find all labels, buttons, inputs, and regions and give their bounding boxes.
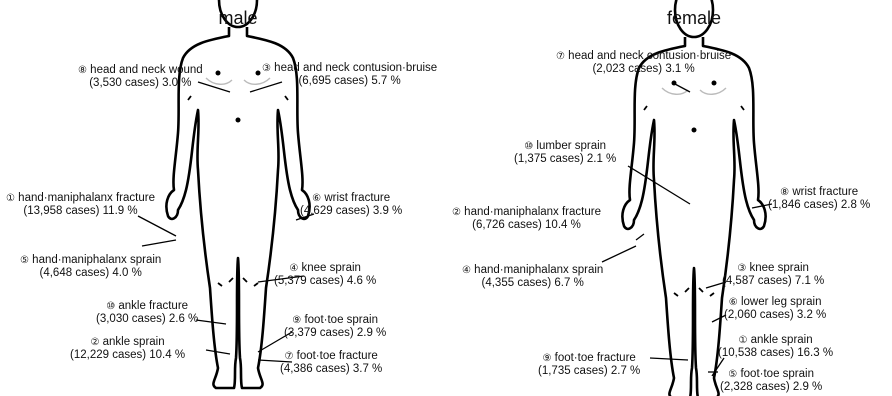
male-injury-label: ② ankle sprain(12,229 cases) 10.4 %	[70, 336, 185, 362]
male-injury-label: ④ knee sprain(5,379 cases) 4.6 %	[274, 262, 376, 288]
female-injury-label: ⑧ wrist fracture(1,846 cases) 2.8 %	[768, 186, 870, 212]
male-injury-label: ⑨ foot·toe sprain(3,379 cases) 2.9 %	[284, 314, 386, 340]
female-injury-label: ① ankle sprain(10,538 cases) 16.3 %	[718, 334, 833, 360]
male-injury-label: ⑤ hand·maniphalanx sprain(4,648 cases) 4…	[20, 254, 161, 280]
male-injury-label: ⑥ wrist fracture(4,629 cases) 3.9 %	[300, 192, 402, 218]
female-injury-label: ③ knee sprain(4,587 cases) 7.1 %	[722, 262, 824, 288]
female-panel-title: female	[624, 8, 764, 29]
male-injury-label: ① hand·maniphalanx fracture(13,958 cases…	[6, 192, 155, 218]
female-injury-label: ② hand·maniphalanx fracture(6,726 cases)…	[452, 206, 601, 232]
female-injury-label: ⑩ lumber sprain(1,375 cases) 2.1 %	[514, 140, 616, 166]
female-injury-label: ④ hand·maniphalanx sprain(4,355 cases) 6…	[462, 264, 603, 290]
male-injury-label: ⑦ foot·toe fracture(4,386 cases) 3.7 %	[280, 350, 382, 376]
male-panel-title: male	[168, 8, 308, 29]
female-injury-label: ⑤ foot·toe sprain(2,328 cases) 2.9 %	[720, 368, 822, 394]
male-injury-label: ③ head and neck contusion·bruise(6,695 c…	[262, 62, 437, 88]
female-injury-label: ⑨ foot·toe fracture(1,735 cases) 2.7 %	[538, 352, 640, 378]
female-injury-label: ⑥ lower leg sprain(2,060 cases) 3.2 %	[724, 296, 826, 322]
male-injury-label: ⑩ ankle fracture(3,030 cases) 2.6 %	[96, 300, 198, 326]
male-injury-label: ⑧ head and neck wound(3,530 cases) 3.0 %	[78, 64, 203, 90]
female-injury-label: ⑦ head and neck contusion·bruise(2,023 c…	[556, 50, 731, 76]
